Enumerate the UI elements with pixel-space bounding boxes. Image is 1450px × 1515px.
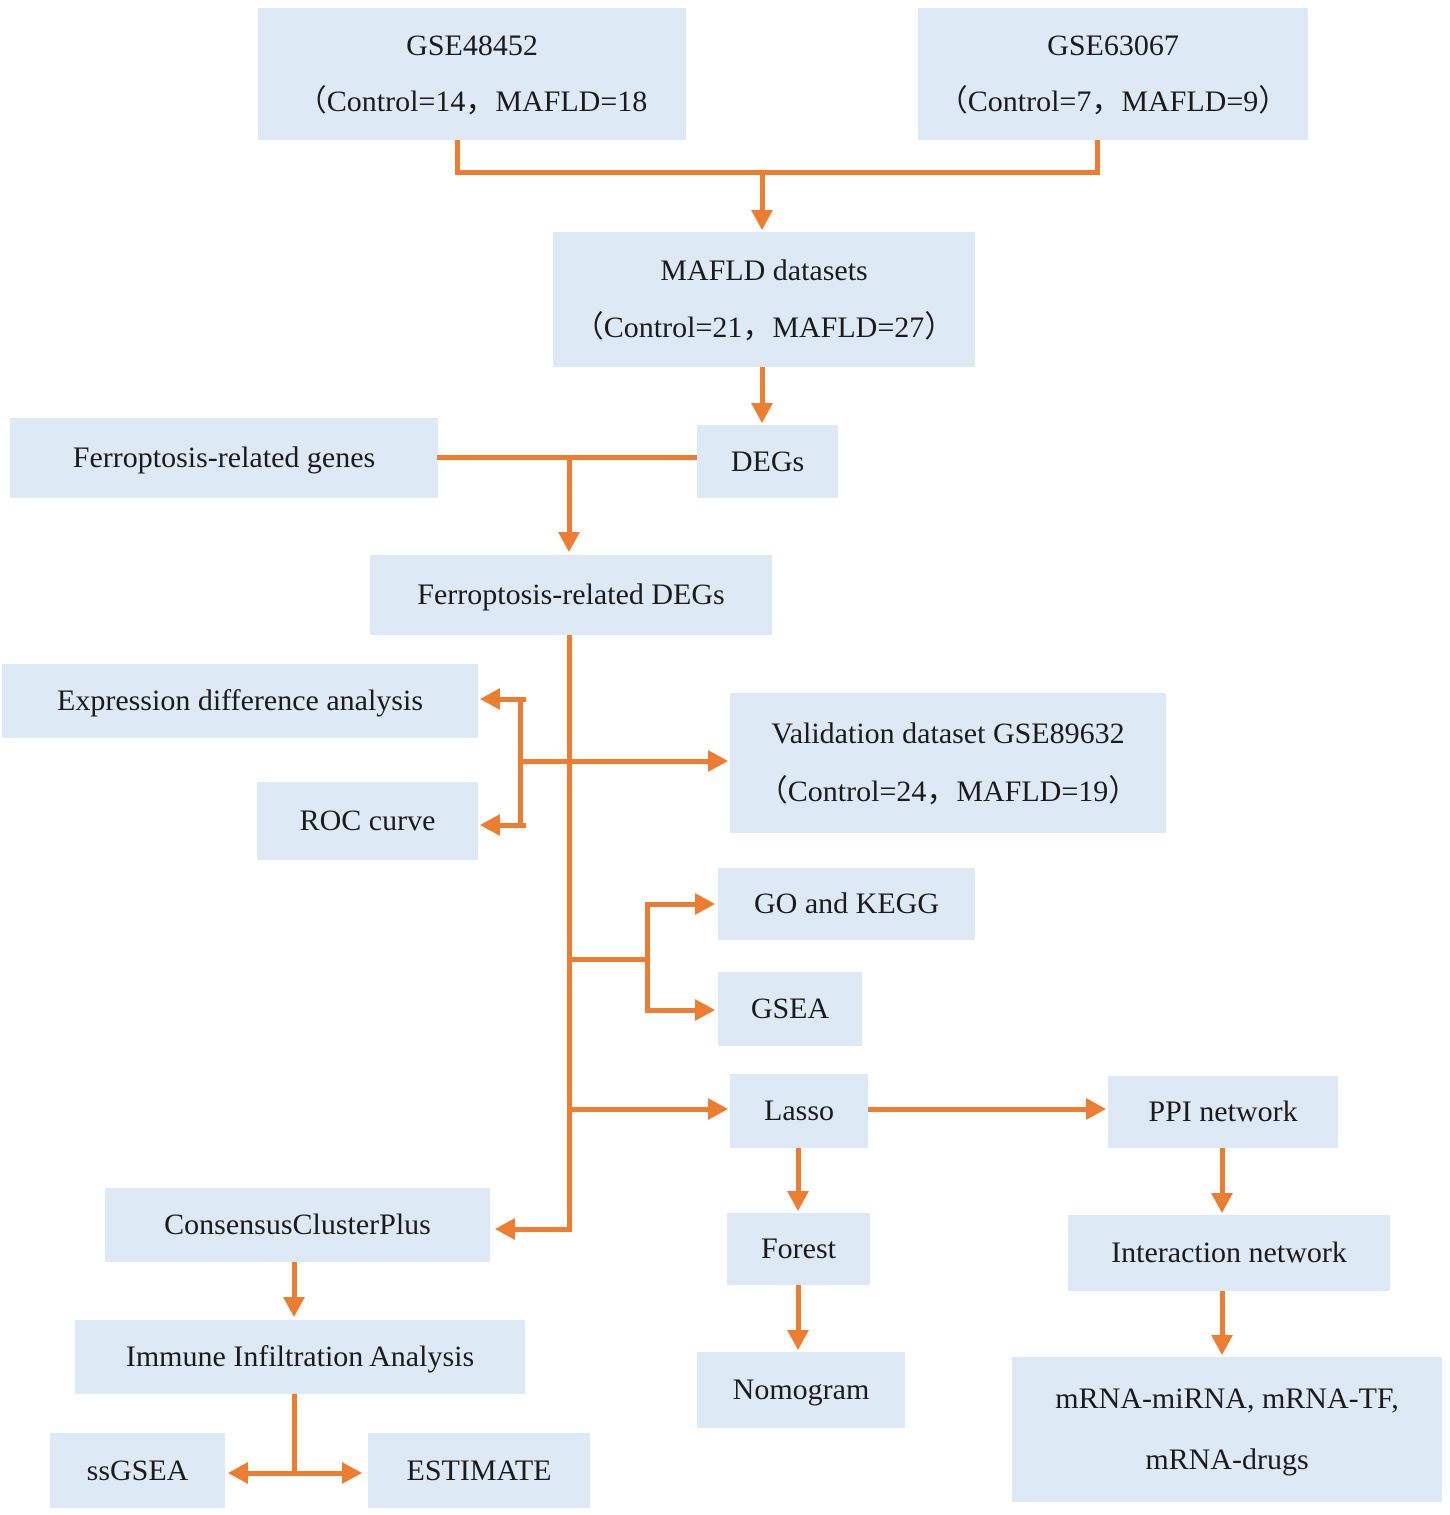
node-ferroptosis-degs-label: Ferroptosis-related DEGs — [417, 578, 725, 611]
connector-branch3-lasso — [572, 1107, 710, 1112]
node-go-kegg-label: GO and KEGG — [754, 887, 939, 920]
arrowhead-to-mafld-datasets — [751, 210, 773, 230]
node-expression-difference: Expression difference analysis — [2, 664, 478, 738]
connector-merge-horizontal — [455, 170, 1100, 175]
node-immune-infiltration-label: Immune Infiltration Analysis — [125, 1340, 475, 1373]
arrowhead-to-gsea — [695, 999, 715, 1021]
connector-immune-t-horizontal — [248, 1471, 342, 1476]
node-gse63067-subtitle: （Control=7，MAFLD=9） — [937, 85, 1289, 118]
node-mafld-datasets-subtitle: （Control=21，MAFLD=27） — [573, 311, 955, 344]
connector-forest-nomogram — [796, 1285, 801, 1331]
connector-branch1-right — [572, 759, 710, 764]
node-gse48452-title: GSE48452 — [406, 29, 538, 62]
node-consensus-cluster-plus: ConsensusClusterPlus — [105, 1188, 490, 1262]
connector-drop-to-ferroptosis-degs — [567, 455, 572, 534]
node-ferroptosis-degs: Ferroptosis-related DEGs — [370, 555, 772, 635]
arrowhead-to-consensus-cluster-plus — [495, 1218, 515, 1240]
arrowhead-to-mrna-networks — [1211, 1335, 1233, 1355]
node-ppi-network-label: PPI network — [1148, 1095, 1298, 1128]
node-gsea-label: GSEA — [750, 992, 830, 1025]
node-gse48452-subtitle: （Control=14，MAFLD=18 — [296, 85, 648, 118]
node-go-kegg: GO and KEGG — [718, 868, 975, 940]
node-mafld-datasets: MAFLD datasets （Control=21，MAFLD=27） — [553, 232, 975, 367]
node-lasso: Lasso — [730, 1074, 868, 1148]
connector-interaction-mrna — [1220, 1291, 1225, 1336]
arrowhead-to-forest — [787, 1191, 809, 1211]
arrowhead-to-roc-curve — [480, 814, 500, 836]
node-ssgsea: ssGSEA — [50, 1433, 225, 1508]
connector-branch1-bottom-arm — [498, 823, 526, 828]
arrowhead-to-ppi-network — [1086, 1098, 1106, 1120]
arrowhead-to-nomogram — [787, 1330, 809, 1350]
connector-mafld-to-degs — [760, 367, 765, 405]
arrowhead-to-lasso — [708, 1098, 728, 1120]
node-forest-label: Forest — [761, 1232, 836, 1265]
connector-lasso-ppi — [868, 1107, 1088, 1112]
node-nomogram: Nomogram — [697, 1352, 905, 1428]
arrowhead-to-estimate — [342, 1462, 362, 1484]
node-degs: DEGs — [697, 425, 838, 498]
node-immune-infiltration: Immune Infiltration Analysis — [75, 1320, 525, 1394]
connector-trunk-ccp — [513, 1227, 572, 1232]
arrowhead-to-ssgsea — [228, 1462, 248, 1484]
node-interaction-network-label: Interaction network — [1111, 1236, 1347, 1269]
node-gse48452: GSE48452 （Control=14，MAFLD=18 — [258, 8, 686, 140]
node-mrna-networks-line1: mRNA-miRNA, mRNA-TF, — [1055, 1382, 1399, 1416]
connector-branch1-bracket — [518, 697, 523, 828]
connector-ppi-interaction — [1220, 1148, 1225, 1194]
arrowhead-to-expression-difference — [480, 688, 500, 710]
connector-branch1-top-arm — [498, 697, 526, 702]
connector-lasso-forest — [796, 1148, 801, 1192]
connector-gse63067-stub — [1095, 140, 1100, 175]
node-ppi-network: PPI network — [1108, 1076, 1338, 1148]
node-ferroptosis-genes: Ferroptosis-related genes — [10, 418, 438, 498]
arrowhead-to-go-kegg — [695, 893, 715, 915]
node-estimate-label: ESTIMATE — [406, 1453, 552, 1487]
node-estimate: ESTIMATE — [368, 1433, 590, 1508]
connector-branch2-bottom-arm — [645, 1008, 697, 1013]
connector-ccp-immune — [292, 1262, 297, 1298]
connector-gse48452-stub — [455, 140, 460, 175]
connector-branch1-left — [518, 759, 572, 764]
node-nomogram-label: Nomogram — [732, 1373, 870, 1406]
node-gse63067: GSE63067 （Control=7，MAFLD=9） — [918, 8, 1308, 140]
arrowhead-to-ferroptosis-degs — [558, 532, 580, 552]
arrowhead-to-validation — [708, 750, 728, 772]
node-ferroptosis-genes-label: Ferroptosis-related genes — [72, 441, 376, 474]
node-lasso-label: Lasso — [764, 1094, 834, 1127]
node-mrna-networks: mRNA-miRNA, mRNA-TF, mRNA-drugs — [1012, 1357, 1442, 1502]
node-degs-label: DEGs — [730, 444, 805, 478]
connector-branch2-top-arm — [645, 902, 697, 907]
node-consensus-cluster-plus-label: ConsensusClusterPlus — [164, 1208, 431, 1241]
node-roc-curve: ROC curve — [257, 782, 478, 860]
arrowhead-to-interaction-network — [1211, 1193, 1233, 1213]
arrowhead-to-immune-infiltration — [283, 1297, 305, 1317]
connector-immune-t-vertical — [292, 1394, 297, 1476]
node-ssgsea-label: ssGSEA — [86, 1453, 189, 1487]
node-gse63067-title: GSE63067 — [1047, 29, 1179, 62]
connector-merge-drop — [760, 170, 765, 212]
node-expression-difference-label: Expression difference analysis — [57, 684, 423, 717]
node-validation-dataset-title: Validation dataset GSE89632 — [771, 716, 1125, 750]
node-roc-curve-label: ROC curve — [299, 804, 436, 837]
connector-main-trunk — [567, 635, 572, 1230]
node-gsea: GSEA — [718, 972, 862, 1046]
node-forest: Forest — [727, 1213, 870, 1285]
connector-branch2-stub — [572, 957, 648, 962]
node-mafld-datasets-title: MAFLD datasets — [660, 254, 868, 287]
connector-branch2-bracket — [645, 902, 650, 1013]
node-mrna-networks-line2: mRNA-drugs — [1145, 1442, 1309, 1476]
arrowhead-to-degs — [751, 403, 773, 423]
node-validation-dataset-subtitle: （Control=24，MAFLD=19） — [757, 775, 1139, 809]
node-interaction-network: Interaction network — [1068, 1215, 1390, 1291]
node-validation-dataset: Validation dataset GSE89632 （Control=24，… — [730, 693, 1166, 833]
